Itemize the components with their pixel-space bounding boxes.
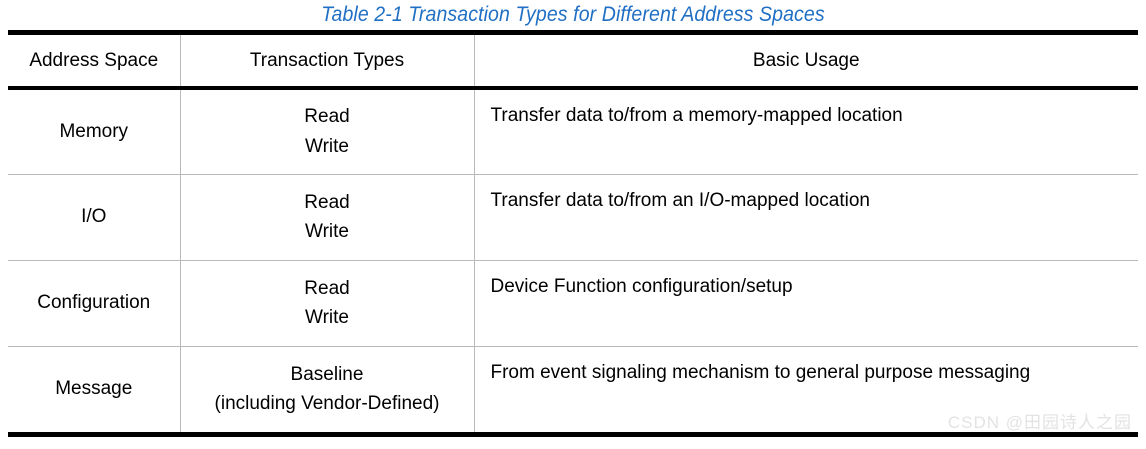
cell-transaction-types: Read Write — [180, 260, 475, 347]
table-header: Address Space Transaction Types Basic Us… — [8, 35, 1138, 90]
cell-transaction-types: Read Write — [180, 174, 475, 261]
cell-basic-usage: Transfer data to/from an I/O-mapped loca… — [474, 174, 1138, 261]
header-basic-usage: Basic Usage — [474, 35, 1138, 90]
cell-basic-usage: From event signaling mechanism to genera… — [490, 361, 1031, 383]
table-row: Message Baseline (including Vendor-Defin… — [8, 346, 1138, 432]
cell-address-space: Memory — [8, 88, 181, 175]
transaction-type-line: Write — [305, 307, 349, 328]
cell-transaction-types: Read Write — [180, 88, 475, 175]
table-row: Memory Read Write Transfer data to/from … — [8, 88, 1138, 175]
transaction-type-line: Read — [304, 106, 350, 128]
cell-transaction-types: Baseline (including Vendor-Defined) — [180, 346, 475, 432]
cell-basic-usage: Device Function configuration/setup — [474, 260, 1138, 347]
cell-address-space: Message — [8, 346, 181, 432]
table-row: Configuration Read Write Device Function… — [8, 260, 1138, 347]
transaction-type-line: Write — [305, 135, 349, 157]
cell-address-space: Configuration — [8, 260, 181, 347]
transaction-type-line: (including Vendor-Defined) — [214, 393, 440, 415]
transaction-type-line: Read — [304, 277, 350, 299]
cell-basic-usage: Transfer data to/from a memory-mapped lo… — [474, 88, 1138, 175]
table-container: Address Space Transaction Types Basic Us… — [8, 30, 1138, 437]
table-body: Memory Read Write Transfer data to/from … — [8, 88, 1138, 432]
header-transaction-types: Transaction Types — [180, 35, 475, 90]
cell-address-space: I/O — [8, 174, 181, 261]
header-address-space: Address Space — [8, 35, 181, 90]
table-caption: Table 2-1 Transaction Types for Differen… — [321, 3, 825, 26]
transaction-type-line: Read — [304, 191, 350, 213]
transaction-types-table: Address Space Transaction Types Basic Us… — [8, 35, 1138, 432]
header-row: Address Space Transaction Types Basic Us… — [8, 35, 1138, 90]
transaction-type-line: Baseline — [290, 363, 364, 385]
table-row: I/O Read Write Transfer data to/from an … — [8, 174, 1138, 261]
transaction-type-line: Write — [305, 221, 349, 242]
